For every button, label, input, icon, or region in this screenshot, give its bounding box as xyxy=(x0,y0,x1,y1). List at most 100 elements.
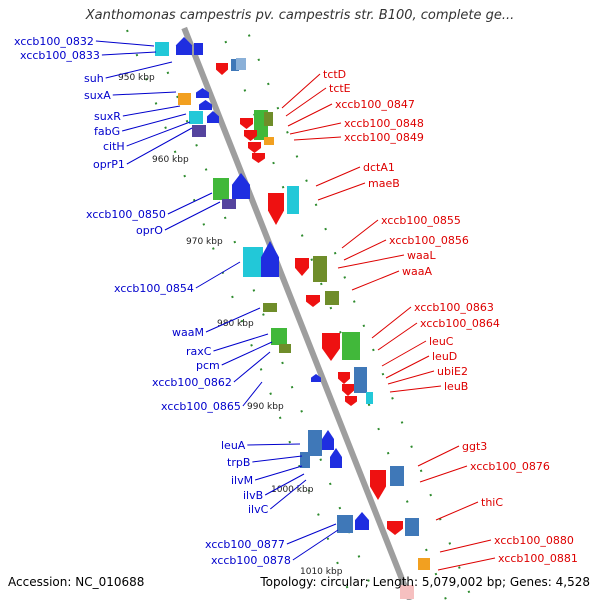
gene-arrow[interactable] xyxy=(342,384,354,396)
gene-label-left[interactable]: fabG xyxy=(94,125,120,138)
gene-label-right[interactable]: xccb100_0847 xyxy=(335,98,415,111)
gene-label-left[interactable]: suh xyxy=(84,72,104,85)
gene-arrow[interactable] xyxy=(345,396,357,406)
gene-arrow[interactable] xyxy=(355,512,369,530)
gene-label-left[interactable]: trpB xyxy=(227,456,250,469)
gene-label-right[interactable]: xccb100_0881 xyxy=(498,552,578,565)
gene-block[interactable] xyxy=(405,518,419,536)
gene-label-right[interactable]: xccb100_0848 xyxy=(344,117,424,130)
gene-block[interactable] xyxy=(390,466,404,486)
gene-label-left[interactable]: xccb100_0854 xyxy=(114,282,194,295)
gene-arrow[interactable] xyxy=(370,470,386,500)
gene-label-left[interactable]: xccb100_0850 xyxy=(86,208,166,221)
gene-arrow[interactable] xyxy=(338,372,350,384)
gene-arrow[interactable] xyxy=(244,130,257,141)
gene-leader-line xyxy=(167,192,213,215)
gene-label-left[interactable]: oprP1 xyxy=(93,158,125,171)
gene-label-left[interactable]: suxA xyxy=(84,89,111,102)
gene-arrow[interactable] xyxy=(322,333,340,361)
gene-label-left[interactable]: waaM xyxy=(172,326,204,339)
gene-label-left[interactable]: xccb100_0865 xyxy=(161,400,241,413)
gene-block[interactable] xyxy=(354,367,367,393)
gene-label-right[interactable]: leuB xyxy=(444,380,468,393)
gene-arrow[interactable] xyxy=(196,88,209,98)
gene-label-right[interactable]: xccb100_0856 xyxy=(389,234,469,247)
gene-arrow[interactable] xyxy=(322,430,334,450)
gene-arrow[interactable] xyxy=(207,111,219,123)
gene-label-right[interactable]: waaA xyxy=(402,265,432,278)
gene-arrow[interactable] xyxy=(311,374,321,382)
gene-label-left[interactable]: xccb100_0833 xyxy=(20,49,100,62)
gene-label-right[interactable]: xccb100_0849 xyxy=(344,131,424,144)
gene-block[interactable] xyxy=(271,328,287,345)
gene-label-left[interactable]: ilvB xyxy=(243,489,263,502)
gene-arrow[interactable] xyxy=(216,63,228,75)
gene-block[interactable] xyxy=(279,344,291,353)
gene-label-right[interactable]: leuC xyxy=(429,335,454,348)
gene-block[interactable] xyxy=(342,332,360,360)
gene-arrow[interactable] xyxy=(252,153,265,163)
gene-label-left[interactable]: ilvC xyxy=(248,503,269,516)
gene-label-left[interactable]: ilvM xyxy=(231,474,253,487)
gene-label-left[interactable]: raxC xyxy=(186,345,212,358)
gene-arrow[interactable] xyxy=(199,100,212,110)
gene-label-left[interactable]: suxR xyxy=(94,110,121,123)
gene-block[interactable] xyxy=(313,256,327,282)
gene-block[interactable] xyxy=(243,247,263,277)
gene-label-left[interactable]: xccb100_0862 xyxy=(152,376,232,389)
gene-label-right[interactable]: ggt3 xyxy=(462,440,487,453)
gene-arrow[interactable] xyxy=(261,241,279,277)
gene-label-left[interactable]: xccb100_0832 xyxy=(14,35,94,48)
gene-label-right[interactable]: xccb100_0864 xyxy=(420,317,500,330)
gene-arrow[interactable] xyxy=(295,258,309,276)
gene-arrow[interactable] xyxy=(248,142,261,153)
gene-label-right[interactable]: ubiE2 xyxy=(437,365,468,378)
gene-arrow[interactable] xyxy=(306,295,320,307)
gene-arrow[interactable] xyxy=(232,173,250,199)
gene-label-right[interactable]: xccb100_0876 xyxy=(470,460,550,473)
gene-arrow[interactable] xyxy=(176,37,192,55)
gene-block[interactable] xyxy=(222,199,236,209)
gene-label-right[interactable]: xccb100_0855 xyxy=(381,214,461,227)
gene-block[interactable] xyxy=(194,43,203,55)
gene-block[interactable] xyxy=(366,392,373,404)
gene-block[interactable] xyxy=(287,186,299,214)
gene-block[interactable] xyxy=(300,452,310,468)
gene-block[interactable] xyxy=(418,558,430,570)
gene-arrow[interactable] xyxy=(268,193,284,225)
gene-block[interactable] xyxy=(400,585,414,599)
gene-block[interactable] xyxy=(263,303,277,312)
gene-label-left[interactable]: xccb100_0878 xyxy=(211,554,291,567)
gene-label-right[interactable]: xccb100_0863 xyxy=(414,301,494,314)
gene-label-right[interactable]: leuD xyxy=(432,350,457,363)
gene-label-left[interactable]: xccb100_0877 xyxy=(205,538,285,551)
gene-label-right[interactable]: waaL xyxy=(407,249,436,262)
gene-label-right[interactable]: thiC xyxy=(481,496,503,509)
gene-label-right[interactable]: tctE xyxy=(329,82,351,95)
gene-block[interactable] xyxy=(189,111,203,124)
gene-arrow[interactable] xyxy=(330,448,342,468)
gene-block[interactable] xyxy=(264,112,273,126)
gene-label-left[interactable]: pcm xyxy=(196,359,220,372)
gene-block[interactable] xyxy=(178,93,191,105)
gene-block[interactable] xyxy=(325,291,339,305)
gene-block[interactable] xyxy=(308,430,322,456)
gene-block[interactable] xyxy=(155,42,169,56)
gene-label-right[interactable]: maeB xyxy=(368,177,400,190)
gene-label-right[interactable]: tctD xyxy=(323,68,346,81)
gene-block[interactable] xyxy=(213,178,229,200)
gene-leader-line xyxy=(385,355,430,379)
gene-block[interactable] xyxy=(337,515,353,533)
gene-label-left[interactable]: leuA xyxy=(221,439,246,452)
gene-arrow[interactable] xyxy=(387,521,403,535)
gene-arrow[interactable] xyxy=(240,118,253,129)
gene-label-right[interactable]: dctA1 xyxy=(363,161,395,174)
gene-block[interactable] xyxy=(192,125,206,137)
gene-label-left[interactable]: oprO xyxy=(136,224,163,237)
gene-label-left[interactable]: citH xyxy=(103,140,125,153)
gene-block[interactable] xyxy=(264,137,274,145)
gene-label-right[interactable]: xccb100_0880 xyxy=(494,534,574,547)
gene-block[interactable] xyxy=(231,59,239,71)
gene-block[interactable] xyxy=(236,58,246,70)
